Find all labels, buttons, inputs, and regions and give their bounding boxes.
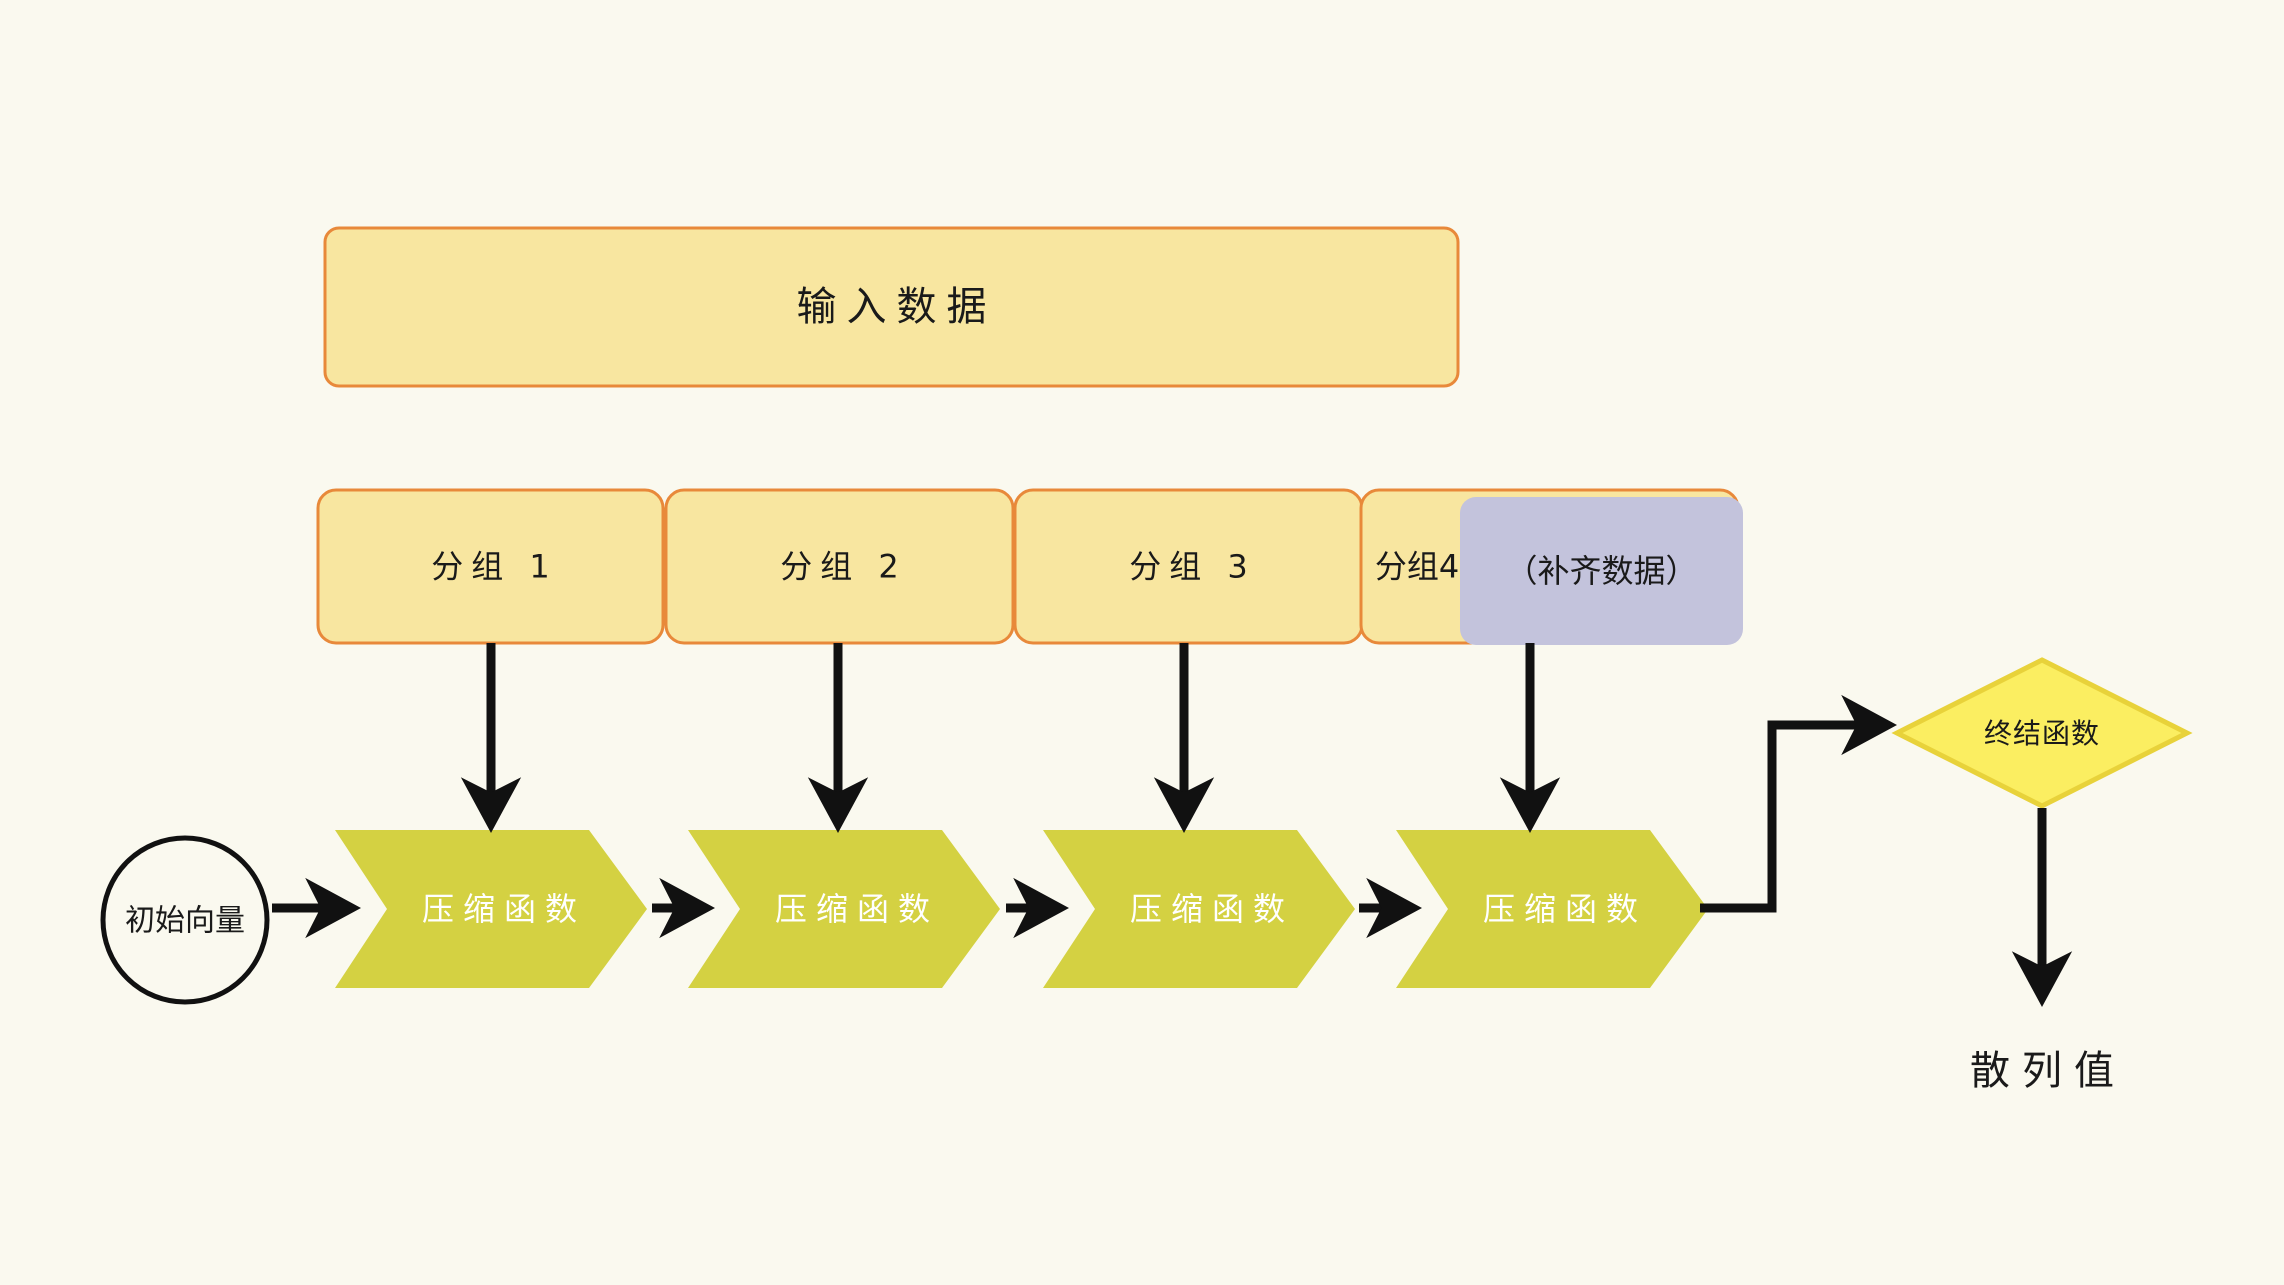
- hash-output-label: 散列值: [1970, 1048, 2126, 1094]
- group-label-4: 分组4: [1375, 548, 1459, 586]
- compression-label-1: 压缩函数: [422, 890, 586, 928]
- initial-vector-node[interactable]: 初始向量: [100, 835, 270, 1005]
- final-function-node[interactable]: 终结函数: [1891, 657, 2193, 809]
- initial-vector-circle: [100, 835, 270, 1005]
- final-function-diamond: [1891, 657, 2193, 809]
- initial-vector-label: 初始向量: [125, 904, 245, 939]
- compression-label-3: 压缩函数: [1130, 890, 1294, 928]
- group-label-2: 分组 2: [780, 548, 907, 586]
- group-block-1[interactable]: 分组 1: [316, 488, 665, 645]
- compression-block-3[interactable]: 压缩函数: [1043, 830, 1355, 988]
- padding-data-label: （补齐数据）: [1505, 552, 1697, 590]
- compression-chevron-3: [1043, 830, 1355, 988]
- compression-block-4[interactable]: 压缩函数: [1396, 830, 1708, 988]
- compression-label-2: 压缩函数: [775, 890, 939, 928]
- compression-label-4: 压缩函数: [1483, 890, 1647, 928]
- compression-chevron-2: [688, 830, 1000, 988]
- connector-layer: [272, 643, 2073, 1008]
- group-label-3: 分组 3: [1129, 548, 1256, 586]
- compression-block-1[interactable]: 压缩函数: [335, 830, 647, 988]
- input-data-box: [323, 226, 1460, 388]
- input-data-node[interactable]: 输入数据: [323, 226, 1460, 388]
- padding-data-node[interactable]: （补齐数据）: [1460, 497, 1743, 645]
- final-function-label: 终结函数: [1984, 717, 2100, 750]
- group-block-3[interactable]: 分组 3: [1013, 488, 1364, 645]
- compression-chevron-4: [1396, 830, 1708, 988]
- compression-blocks: 压缩函数 压缩函数 压缩函数 压缩函数: [335, 830, 1708, 988]
- compression-block-2[interactable]: 压缩函数: [688, 830, 1000, 988]
- group-label-1: 分组 1: [431, 548, 558, 586]
- compress-4-to-final-function: [1700, 694, 1898, 913]
- compression-chevron-1: [335, 830, 647, 988]
- input-data-label: 输入数据: [797, 284, 997, 330]
- group-block-2[interactable]: 分组 2: [664, 488, 1015, 645]
- padding-data-box: [1460, 497, 1743, 645]
